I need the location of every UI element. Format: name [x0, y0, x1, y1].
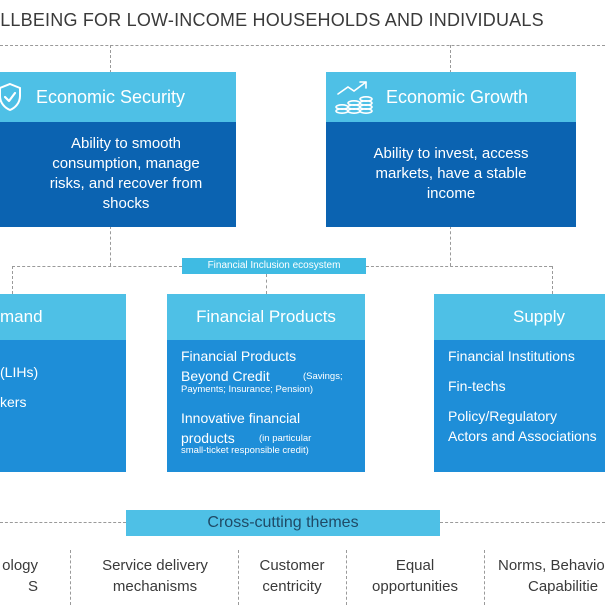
connector-eco-right: [366, 266, 552, 267]
connector-growth-down: [450, 226, 451, 266]
connector-security-down: [110, 226, 111, 266]
products-item2-note1: (in particular: [259, 433, 312, 444]
supply-title: Supply: [513, 307, 565, 326]
products-item1-note1: (Savings;: [303, 371, 343, 382]
supply-item: Policy/Regulatory: [448, 408, 557, 424]
products-item1-line1: Financial Products: [181, 348, 297, 364]
growth-line: income: [426, 185, 476, 202]
theme-divider: [70, 550, 71, 605]
products-item1-line2: Beyond Credit: [181, 368, 270, 384]
products-item2-line1: Innovative financial: [181, 410, 301, 426]
security-line: Ability to smooth: [70, 135, 182, 152]
connector-supply: [552, 266, 553, 294]
connector-demand: [12, 266, 13, 294]
economic-growth-body: Ability to invest, access markets, have …: [326, 122, 576, 227]
demand-item: kers: [0, 394, 27, 410]
page-title: ELLBEING FOR LOW-INCOME HOUSEHOLDS AND I…: [0, 10, 544, 30]
supply-card: Supply Financial Institutions Fin-techs …: [434, 294, 605, 472]
security-line: risks, and recover from: [49, 175, 203, 192]
connector-products: [266, 274, 267, 294]
economic-growth-card: Economic Growth Ability to invest, acces…: [326, 72, 576, 227]
demand-header: mand: [0, 294, 126, 340]
demand-body: (LIHs) kers: [0, 340, 126, 472]
connector-themes-left: [0, 522, 126, 523]
coins-growth-icon: [334, 78, 374, 121]
theme-divider: [238, 550, 239, 605]
security-line: consumption, manage: [52, 155, 200, 172]
supply-header: Supply: [434, 294, 605, 340]
economic-security-header: Economic Security: [0, 72, 236, 122]
connector-top-right: [450, 45, 451, 73]
financial-products-body: Financial Products Beyond Credit (Saving…: [167, 340, 365, 472]
supply-item: Actors and Associations: [448, 428, 597, 444]
economic-security-card: Economic Security Ability to smooth cons…: [0, 72, 236, 227]
theme-divider: [484, 550, 485, 605]
financial-products-header: Financial Products: [167, 294, 365, 340]
connector-top-line: [0, 45, 605, 46]
shield-check-icon: [0, 82, 22, 117]
financial-products-card: Financial Products Financial Products Be…: [167, 294, 365, 472]
demand-item: (LIHs): [0, 364, 39, 380]
connector-eco-left: [12, 266, 182, 267]
security-line: shocks: [102, 195, 150, 212]
economic-growth-header: Economic Growth: [326, 72, 576, 122]
products-item2-line2: products: [181, 430, 235, 446]
connector-themes-right: [440, 522, 605, 523]
connector-top-left: [110, 45, 111, 73]
supply-item: Financial Institutions: [448, 348, 575, 364]
demand-card: mand (LIHs) kers: [0, 294, 126, 472]
economic-growth-title: Economic Growth: [386, 86, 529, 107]
financial-inclusion-ecosystem-label: Financial Inclusion ecosystem: [182, 258, 366, 274]
growth-line: Ability to invest, access: [373, 145, 529, 162]
products-item1-note2: Payments; Insurance; Pension): [181, 384, 314, 395]
supply-body: Financial Institutions Fin-techs Policy/…: [434, 340, 605, 472]
growth-line: markets, have a stable: [375, 165, 527, 182]
supply-item: Fin-techs: [448, 378, 506, 394]
economic-security-title: Economic Security: [36, 86, 186, 107]
cross-cutting-themes-label: Cross-cutting themes: [126, 510, 440, 536]
theme-divider: [346, 550, 347, 605]
products-item2-note2: small-ticket responsible credit): [181, 445, 309, 456]
financial-products-title: Financial Products: [196, 307, 336, 326]
economic-security-body: Ability to smooth consumption, manage ri…: [0, 122, 236, 227]
demand-title: mand: [0, 307, 43, 326]
